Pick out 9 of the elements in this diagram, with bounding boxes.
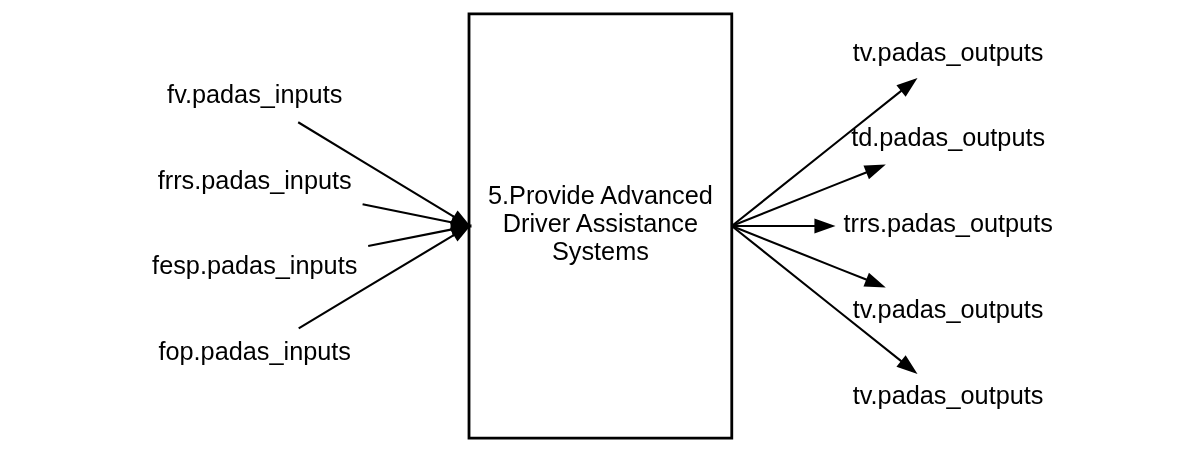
node-text: tv.padas_outputs (852, 37, 1043, 66)
node-text: tv.padas_outputs (852, 294, 1043, 323)
node-text: td.padas_outputs (850, 123, 1045, 152)
node-text: fesp.padas_inputs (151, 251, 357, 280)
node-text: frrs.padas_inputs (157, 165, 352, 194)
node-text: fop.padas_inputs (157, 337, 351, 366)
node-text: tv.padas_outputs (852, 380, 1043, 409)
node-text: fv.padas_inputs (166, 79, 342, 108)
node-text: trrs.padas_outputs (842, 209, 1053, 238)
